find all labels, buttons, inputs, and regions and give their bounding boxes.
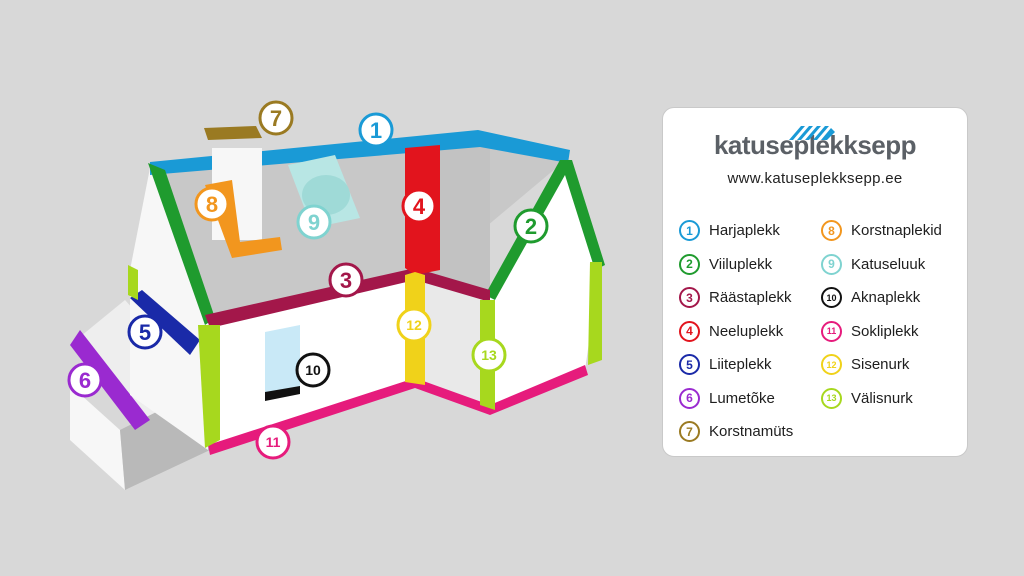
legend-column-right: 8 Korstnaplekid 9 Katuseluuk 10 Aknaplekk 11 So…: [821, 214, 942, 415]
legend-label: Katuseluuk: [851, 255, 926, 273]
diagram-badge-number: 7: [270, 106, 282, 131]
legend-number-badge: 11: [821, 320, 842, 342]
outer-corner-right: [588, 262, 602, 365]
annex-wall-front: [70, 385, 125, 490]
legend-number-badge: 10: [821, 287, 842, 309]
diagram-badge-number: 6: [79, 368, 91, 393]
eaves-flashing: [205, 268, 490, 328]
window-flashing: [265, 386, 300, 401]
diagram-badge-number: 3: [340, 268, 352, 293]
diagram-badge-number: 4: [413, 194, 426, 219]
legend-label: Aknaplekk: [851, 289, 921, 307]
brand-logo: katuseplekksepp: [663, 126, 967, 161]
legend-number-badge: 7: [679, 421, 700, 443]
legend-number-badge: 9: [821, 253, 842, 275]
legend-number-badge: 6: [679, 387, 700, 409]
gable-flashing-right: [485, 160, 605, 300]
outer-corner-annex: [128, 265, 138, 300]
legend-label: Sokliplekk: [851, 322, 919, 340]
legend-number-badge: 13: [821, 387, 842, 409]
diagram-badge-circle: [127, 314, 163, 350]
diagram-badge-number: 12: [406, 317, 422, 333]
legend-number-badge: 5: [679, 354, 700, 376]
legend-number-badge: 3: [679, 287, 700, 309]
legend-number-badge: 8: [821, 220, 842, 242]
legend-label: Neeluplekk: [709, 322, 784, 340]
legend-item: 3 Räästaplekk: [679, 281, 793, 315]
legend-item: 11 Sokliplekk: [821, 315, 942, 349]
legend-item: 13 Välisnurk: [821, 382, 942, 416]
diagram-badge-circle: [401, 188, 437, 224]
legend-number-badge: 4: [679, 320, 700, 342]
diagram-badge-circle: [67, 362, 103, 398]
diagram-badge-number: 10: [305, 362, 321, 378]
legend-label: Viiluplekk: [709, 255, 773, 273]
legend-item: 7 Korstnamüts: [679, 415, 793, 449]
inner-corner-wall: [415, 275, 490, 410]
diagram-badge-circle: [328, 262, 364, 298]
legend-item: 9 Katuseluuk: [821, 248, 942, 282]
right-gable-wall: [490, 170, 600, 410]
junction-flashing: [130, 290, 200, 355]
diagram-badge-circle: [296, 204, 332, 240]
outer-corner-left: [198, 325, 220, 448]
gable-flashing-left: [148, 163, 215, 325]
legend-label: Harjaplekk: [709, 222, 780, 240]
diagram-badge-number: 8: [206, 192, 218, 217]
diagram-badge-number: 1: [370, 118, 382, 143]
legend-item: 5 Liiteplekk: [679, 348, 793, 382]
snow-guard: [70, 330, 150, 430]
diagram-badge-circle: [258, 100, 294, 136]
legend-label: Sisenurk: [851, 356, 910, 374]
brand-url: www.katuseplekksepp.ee: [727, 170, 903, 187]
chimney-cap: [204, 126, 262, 140]
legend-item: 4 Neeluplekk: [679, 315, 793, 349]
diagram-badge-circle: [255, 424, 291, 460]
brand-name: katuseplekksepp: [713, 130, 917, 160]
legend-label: Liiteplekk: [709, 356, 772, 374]
window: [265, 325, 300, 398]
legend-label: Räästaplekk: [709, 289, 792, 307]
diagram-badge-circle: [194, 186, 230, 222]
legend-item: 6 Lumetõke: [679, 382, 793, 416]
legend-item: 10 Aknaplekk: [821, 281, 942, 315]
diagram-badge-circle: [396, 307, 432, 343]
logo-roof-icon: [789, 126, 835, 140]
diagram-badge-number: 5: [139, 320, 151, 345]
legend-column-left: 1 Harjaplekk 2 Viiluplekk 3 Räästaplekk 4 Neelu…: [679, 214, 793, 449]
legend-number-badge: 12: [821, 354, 842, 376]
diagram-badge-circle: [358, 112, 394, 148]
diagram-badge-number: 9: [308, 210, 320, 235]
legend-label: Lumetõke: [709, 389, 775, 407]
left-gable-wall: [130, 168, 215, 450]
legend-item: 1 Harjaplekk: [679, 214, 793, 248]
diagram-badge-number: 11: [266, 434, 281, 450]
legend-item: 2 Viiluplekk: [679, 248, 793, 282]
diagram-badge-circle: [471, 337, 507, 373]
legend-panel: katuseplekksepp www.katuseplekksepp.ee 1…: [662, 107, 968, 457]
legend-label: Välisnurk: [851, 389, 913, 407]
diagram-badge-circle: [295, 352, 331, 388]
legend-item: 8 Korstnaplekid: [821, 214, 942, 248]
diagram-badge-circle: [513, 208, 549, 244]
legend-number-badge: 1: [679, 220, 700, 242]
diagram-badge-number: 13: [481, 347, 497, 363]
legend-label: Korstnamüts: [709, 423, 794, 441]
legend-number-badge: 2: [679, 253, 700, 275]
legend-label: Korstnaplekid: [851, 222, 942, 240]
diagram-badge-number: 2: [525, 214, 537, 239]
legend-item: 12 Sisenurk: [821, 348, 942, 382]
